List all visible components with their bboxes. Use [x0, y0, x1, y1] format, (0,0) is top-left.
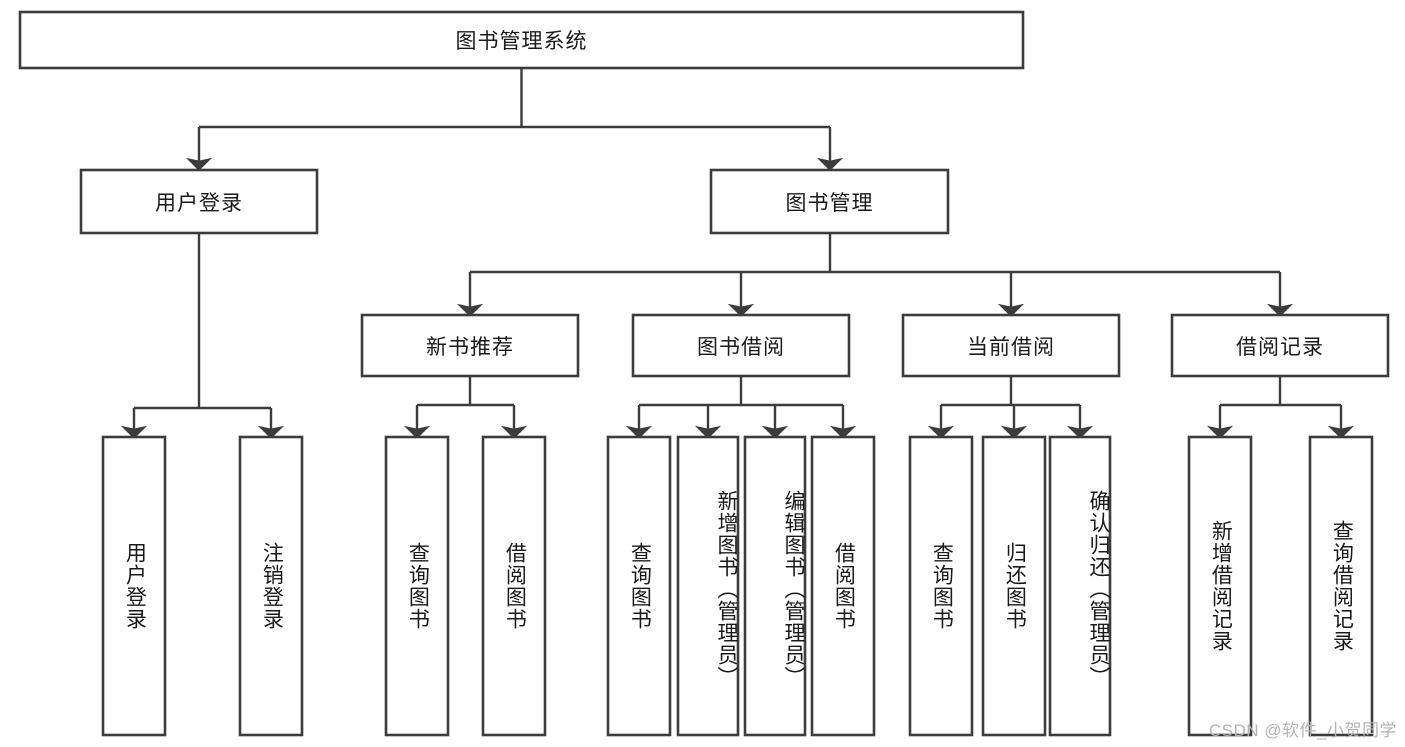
leaf-confirm-return-box[interactable]	[1048, 435, 1112, 737]
csdn-watermark: CSDN @软件_小贺同学	[1208, 721, 1397, 740]
leaf-add-record-box[interactable]	[1187, 435, 1253, 737]
leaf-edit-book-box[interactable]	[743, 435, 807, 737]
leaf-add-book-box[interactable]	[676, 435, 740, 737]
node-book-manage-box[interactable]	[709, 168, 950, 235]
leaf-logout-box[interactable]	[238, 435, 304, 737]
leaf-query-book-3-box[interactable]	[908, 435, 974, 737]
node-root-box[interactable]	[18, 10, 1025, 70]
leaf-query-book-1-box[interactable]	[384, 435, 450, 737]
node-new-book-recommend-box[interactable]	[360, 313, 580, 378]
node-current-borrow-box[interactable]	[901, 313, 1121, 378]
node-book-borrow-box[interactable]	[631, 313, 851, 378]
node-borrow-record-box[interactable]	[1170, 313, 1390, 378]
leaf-user-login-box[interactable]	[101, 435, 167, 737]
node-user-login-box[interactable]	[79, 168, 319, 235]
leaf-query-book-2-box[interactable]	[606, 435, 672, 737]
leaf-return-book-box[interactable]	[981, 435, 1047, 737]
box-layer	[18, 10, 1390, 737]
leaf-query-record-box[interactable]	[1308, 435, 1374, 737]
leaf-borrow-book-2-box[interactable]	[810, 435, 876, 737]
leaf-borrow-book-1-box[interactable]	[481, 435, 547, 737]
connector-layer	[120, 68, 1355, 439]
